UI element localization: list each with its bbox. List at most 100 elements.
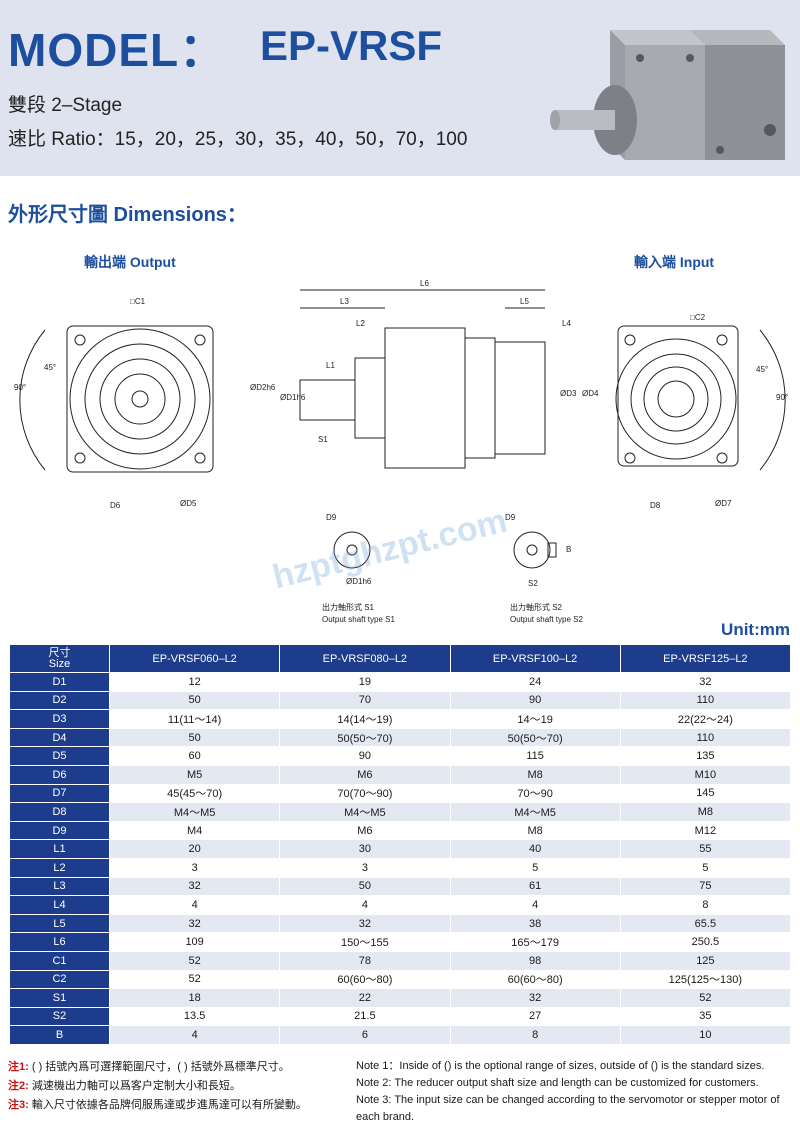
table-cell: 19 bbox=[279, 672, 451, 692]
table-cell: 125 bbox=[619, 950, 792, 971]
note-cn: 注3: 輸入尺寸依據各品牌伺服馬達或步進馬達可以有所變動。 bbox=[8, 1096, 307, 1115]
stage-text: 雙段 2–Stage bbox=[8, 95, 123, 116]
l4-label: L4 bbox=[562, 319, 571, 328]
table-cell: 150～155 bbox=[279, 932, 451, 952]
table-cell: 50 bbox=[108, 727, 281, 748]
table-cell: 75 bbox=[619, 876, 792, 897]
note-text: 減速機出力軸可以爲客户定制大小和長短。 bbox=[31, 1080, 241, 1092]
notes-chinese: 注1: ( ) 括號內爲可選擇範圍尺寸，( ) 括號外爲標準尺寸。注2: 減速機… bbox=[8, 1058, 307, 1115]
column-header: EP-VRSF080–L2 bbox=[279, 644, 451, 673]
note-tag: 注3: bbox=[8, 1099, 29, 1111]
side-view bbox=[299, 289, 546, 469]
row-header: L4 bbox=[9, 895, 110, 915]
angle-45-output: 45° bbox=[44, 363, 56, 372]
table-cell: 22(22～24) bbox=[619, 709, 792, 729]
row-header: D4 bbox=[9, 727, 110, 748]
l1-label: L1 bbox=[326, 361, 335, 370]
shaft-type-s1 bbox=[333, 531, 371, 569]
row-header: L2 bbox=[9, 857, 110, 878]
angle-90-input: 90° bbox=[776, 393, 788, 402]
table-cell: M8 bbox=[619, 802, 792, 822]
notes-english: Note 1：Inside of () is the optional rang… bbox=[356, 1058, 796, 1126]
table-cell: 27 bbox=[449, 1006, 621, 1027]
column-header: EP-VRSF125–L2 bbox=[619, 644, 792, 673]
shaft-type-s2 bbox=[513, 531, 557, 569]
table-cell: 78 bbox=[279, 950, 451, 971]
angle-90-output: 90° bbox=[14, 383, 26, 392]
note-en: Note 1：Inside of () is the optional rang… bbox=[356, 1060, 765, 1072]
l6-label: L6 bbox=[420, 279, 429, 288]
input-view-label: 輸入端 Input bbox=[634, 254, 715, 270]
table-cell: 35 bbox=[619, 1006, 792, 1027]
table-cell: 135 bbox=[619, 746, 792, 766]
table-cell: 21.5 bbox=[279, 1006, 451, 1027]
dimension-drawing: □C1 D6 ØD5 45° 90° L6 L3 L5 L2 L4 L1 S1 … bbox=[14, 279, 788, 624]
note-cn: 注2: 減速機出力軸可以爲客户定制大小和長短。 bbox=[8, 1077, 307, 1096]
dimensions-title: 外形尺寸圖 Dimensions： bbox=[8, 204, 247, 226]
note-cn: 注1: ( ) 括號內爲可選擇範圍尺寸，( ) 括號外爲標準尺寸。 bbox=[8, 1058, 307, 1077]
header-banner: MODEL： EP-VRSF 雙段 2–Stage 速比 Ratio：15，20… bbox=[0, 0, 800, 176]
table-cell: 60(60～80) bbox=[449, 969, 621, 990]
table-cell: 61 bbox=[449, 876, 621, 897]
shaft-s1-cn: 出力軸形式 S1 bbox=[322, 602, 375, 612]
d6-label: D6 bbox=[110, 501, 121, 510]
row-header: D3 bbox=[9, 709, 110, 729]
table-cell: 110 bbox=[619, 727, 792, 748]
table-cell: 250.5 bbox=[619, 932, 792, 952]
model-label: MODEL： bbox=[8, 24, 227, 76]
row-header: D8 bbox=[9, 802, 110, 822]
row-header: L5 bbox=[9, 913, 110, 934]
table-cell: 22 bbox=[279, 988, 451, 1008]
column-header: EP-VRSF060–L2 bbox=[108, 644, 281, 673]
ratio-text: 速比 Ratio：15，20，25，30，35，40，50，70，100 bbox=[8, 129, 468, 150]
row-header: L1 bbox=[9, 839, 110, 859]
table-cell: 14(14～19) bbox=[279, 709, 451, 729]
table-cell: 52 bbox=[619, 988, 792, 1008]
table-cell: 50(50～70) bbox=[279, 727, 451, 748]
table-cell: 8 bbox=[619, 895, 792, 915]
table-cell: M4～M5 bbox=[449, 802, 621, 822]
table-cell: 8 bbox=[449, 1025, 621, 1045]
table-cell: 145 bbox=[619, 783, 792, 804]
model-value: EP-VRSF bbox=[260, 22, 443, 69]
shaft-s1-en: Output shaft type S1 bbox=[322, 615, 395, 624]
table-cell: M6 bbox=[279, 820, 451, 841]
table-cell: 60(60～80) bbox=[279, 969, 451, 990]
row-header: C2 bbox=[9, 969, 110, 990]
d2-label: ØD2h6 bbox=[250, 383, 276, 392]
column-header: EP-VRSF100–L2 bbox=[449, 644, 621, 673]
l5-label: L5 bbox=[520, 297, 529, 306]
product-image bbox=[550, 30, 785, 160]
row-header: D7 bbox=[9, 783, 110, 804]
row-header: D2 bbox=[9, 690, 110, 711]
d1-label: ØD1h6 bbox=[280, 393, 306, 402]
table-cell: 5 bbox=[449, 857, 621, 878]
s2-label: S2 bbox=[528, 579, 538, 588]
table-cell: 52 bbox=[108, 969, 281, 990]
table-cell: 50(50～70) bbox=[449, 727, 621, 748]
table-cell: 3 bbox=[108, 857, 281, 878]
d9-label-s1: D9 bbox=[326, 513, 337, 522]
d1-label-s1: ØD1h6 bbox=[346, 577, 372, 586]
table-cell: 90 bbox=[279, 746, 451, 766]
table-cell: 30 bbox=[279, 839, 451, 859]
table-cell: 50 bbox=[279, 876, 451, 897]
table-cell: 18 bbox=[108, 988, 281, 1008]
table-cell: 55 bbox=[619, 839, 792, 859]
input-end-view bbox=[615, 325, 786, 471]
unit-label: Unit:mm bbox=[721, 620, 790, 639]
table-cell: 32 bbox=[619, 672, 792, 692]
table-cell: 98 bbox=[449, 950, 621, 971]
row-header: C1 bbox=[9, 950, 110, 971]
table-cell: 109 bbox=[108, 932, 281, 952]
